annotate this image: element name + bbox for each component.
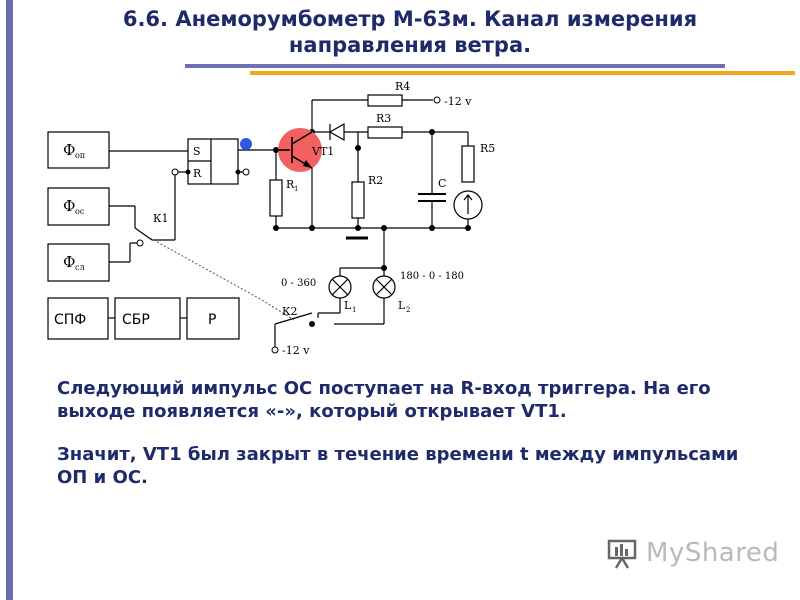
svg-text:-12 v: -12 v xyxy=(444,95,472,108)
block-phi-op xyxy=(47,131,110,169)
svg-text:1: 1 xyxy=(352,306,356,314)
paragraph-trigger: Следующий импульс ОС поступает на R-вход… xyxy=(57,378,711,422)
svg-text:К1: К1 xyxy=(153,212,169,225)
svg-text:Ф: Ф xyxy=(63,141,75,159)
svg-text:R2: R2 xyxy=(368,174,383,187)
svg-text:R: R xyxy=(193,167,202,180)
svg-text:L: L xyxy=(344,299,352,312)
svg-text:R3: R3 xyxy=(376,112,391,125)
svg-text:Р: Р xyxy=(208,312,216,328)
resistor-r3 xyxy=(367,126,403,139)
resistor-r1 xyxy=(269,179,283,217)
svg-text:VT1: VT1 xyxy=(311,145,334,158)
svg-text:СПФ: СПФ xyxy=(54,312,86,328)
svg-text:1: 1 xyxy=(294,185,298,193)
svg-text:S: S xyxy=(193,145,201,158)
svg-text:ос: ос xyxy=(75,207,85,216)
slide-title: 6.6. Анеморумбометр М-63м. Канал измерен… xyxy=(122,7,698,57)
svg-text:Ф: Ф xyxy=(63,253,75,271)
title-underline-blue xyxy=(185,64,725,68)
indicator-dot xyxy=(240,138,252,150)
svg-text:R4: R4 xyxy=(395,80,410,93)
resistor-r2 xyxy=(351,181,365,219)
svg-text:Ф: Ф xyxy=(63,197,75,215)
transistor-highlight xyxy=(278,128,322,172)
left-accent-bar xyxy=(6,0,13,600)
title-underline-orange xyxy=(250,71,795,75)
resistor-r4 xyxy=(367,94,403,107)
svg-text:СБР: СБР xyxy=(122,312,150,328)
myshared-logo: MyShared xyxy=(606,536,779,570)
svg-text:0 - 360: 0 - 360 xyxy=(281,278,316,289)
svg-text:180 - 0 - 180: 180 - 0 - 180 xyxy=(400,271,464,282)
svg-text:сл: сл xyxy=(75,263,85,272)
svg-text:L: L xyxy=(398,299,406,312)
svg-text:К2: К2 xyxy=(282,305,298,318)
svg-text:R: R xyxy=(286,178,295,191)
paragraph-conclusion: Значит, VT1 был закрыт в течение времени… xyxy=(57,444,739,488)
svg-text:С: С xyxy=(438,177,446,190)
presentation-screen-icon xyxy=(607,539,637,569)
svg-text:-12 v: -12 v xyxy=(282,344,310,357)
logo-text: MyShared xyxy=(646,538,780,568)
svg-text:R5: R5 xyxy=(480,142,495,155)
resistor-r5 xyxy=(461,145,475,183)
svg-text:оп: оп xyxy=(75,151,85,160)
svg-text:2: 2 xyxy=(406,306,410,314)
